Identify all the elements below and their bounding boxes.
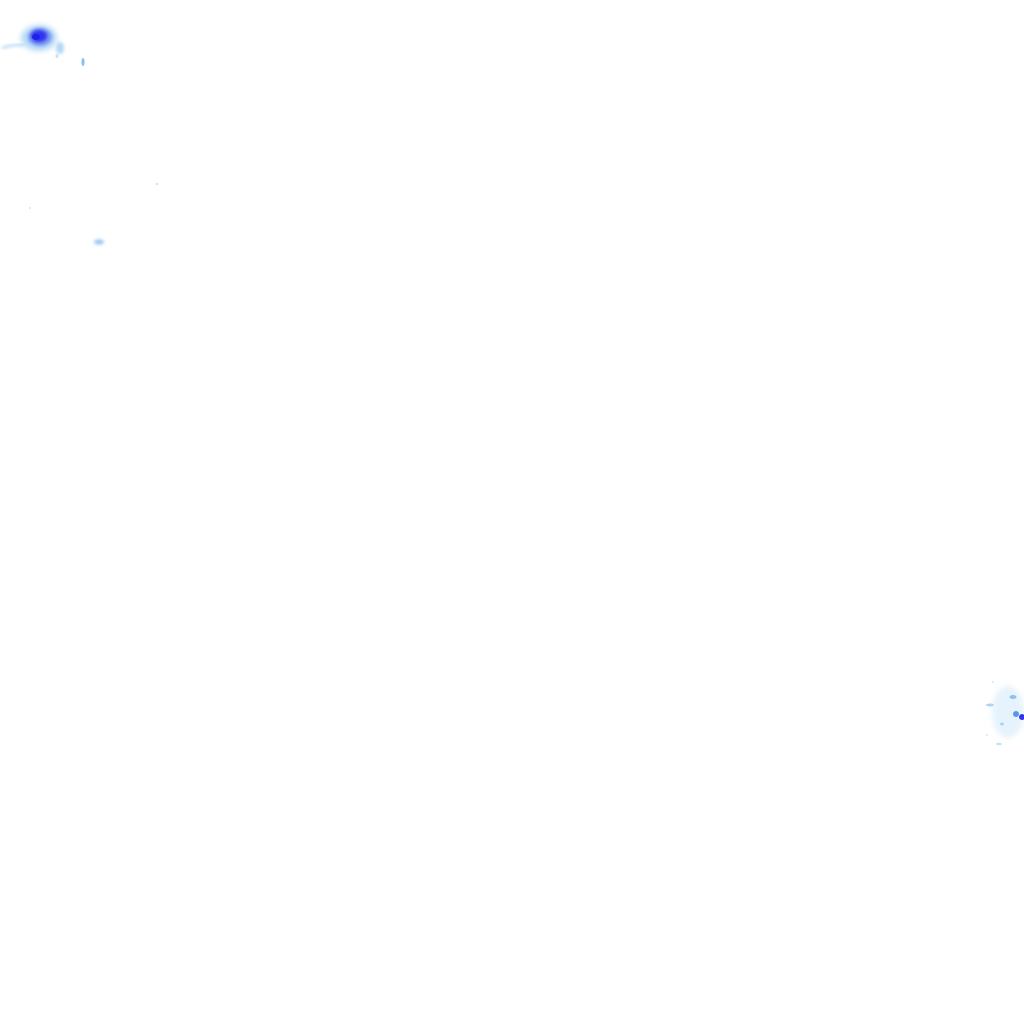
- precip-speckle: [992, 681, 994, 683]
- precip-speckles-west: [29, 183, 158, 245]
- precip-fragment: [56, 42, 64, 54]
- precip-fragment: [81, 58, 85, 66]
- precip-cell-east-edge: [986, 681, 1024, 746]
- precip-fragment: [1013, 711, 1019, 717]
- precip-core: [1019, 714, 1024, 720]
- precip-core-inner: [32, 34, 40, 40]
- precip-fragment: [986, 703, 994, 707]
- precip-speckle: [986, 734, 988, 736]
- precip-speckle: [94, 239, 104, 245]
- precip-speckle: [156, 183, 158, 185]
- precip-cell-northwest: [1, 25, 85, 66]
- precip-fragment: [1000, 722, 1004, 726]
- precip-speckle: [29, 207, 31, 209]
- precip-halo: [992, 686, 1024, 738]
- precip-fragment: [996, 742, 1002, 746]
- precip-tail: [1, 43, 25, 50]
- precip-fragment: [1009, 695, 1017, 699]
- precip-fragment: [55, 54, 59, 58]
